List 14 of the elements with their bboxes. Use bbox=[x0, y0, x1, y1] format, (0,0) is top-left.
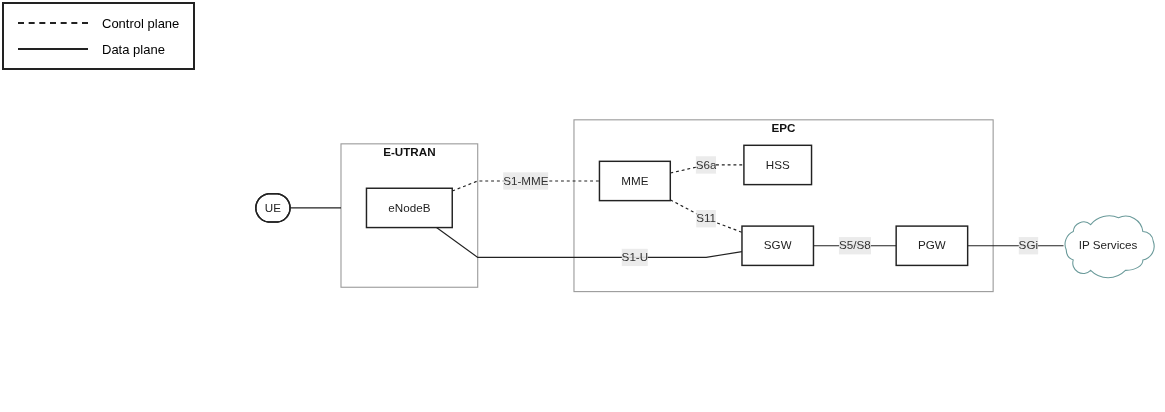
edge-label: SGi bbox=[1018, 239, 1039, 252]
edge-label: S6a bbox=[695, 158, 717, 172]
edge-label: S11 bbox=[696, 212, 717, 225]
node-box: eNodeB bbox=[365, 187, 453, 229]
connector bbox=[289, 207, 342, 209]
node-box: SGW bbox=[741, 225, 815, 267]
legend-text: Data plane bbox=[102, 41, 165, 57]
edge-label: S5/S8 bbox=[838, 239, 871, 252]
edge-label: S1-U bbox=[621, 251, 649, 264]
node-box: HSS bbox=[743, 144, 813, 186]
node-box: PGW bbox=[895, 225, 969, 267]
legend-text: Control plane bbox=[102, 15, 180, 31]
edge-label: S1-MME bbox=[503, 174, 549, 188]
node-box: MME bbox=[598, 160, 672, 202]
